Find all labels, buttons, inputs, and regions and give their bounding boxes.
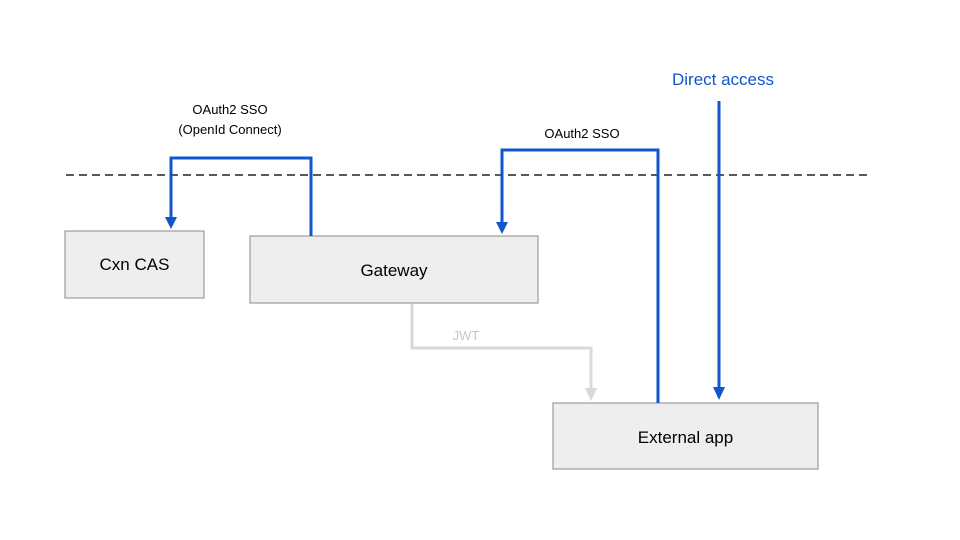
jwt-arrow: [410, 304, 593, 394]
cxn-cas-label: Cxn CAS: [100, 255, 170, 274]
oauth-sso-arrowhead: [496, 222, 508, 234]
external-app-box[interactable]: External app: [552, 402, 819, 470]
oidc-sso-arrowhead: [165, 217, 177, 229]
gateway-label: Gateway: [360, 261, 428, 280]
cxn-cas-box[interactable]: Cxn CAS: [64, 230, 205, 299]
direct-access-label: Direct access: [672, 70, 774, 89]
oauth-sso-label: OAuth2 SSO: [544, 126, 619, 141]
gateway-box[interactable]: Gateway: [249, 235, 539, 304]
external-app-label: External app: [638, 428, 733, 447]
jwt-label: JWT: [453, 328, 480, 343]
oauth-sso-arrow: [500, 148, 660, 403]
jwt-arrowhead: [585, 388, 597, 401]
direct-access-arrowhead: [713, 387, 725, 400]
oidc-sso-label-line2: (OpenId Connect): [178, 122, 281, 137]
oidc-sso-label-line1: OAuth2 SSO: [192, 102, 267, 117]
oidc-sso-arrow: [169, 156, 313, 236]
